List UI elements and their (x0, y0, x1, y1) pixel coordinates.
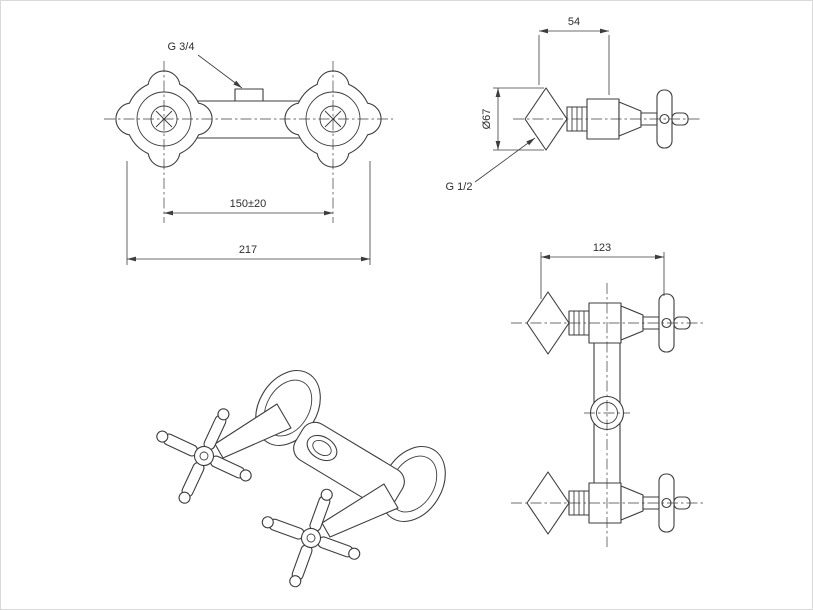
front-view: G 3/4 150±20 217 (104, 41, 393, 265)
iso-left-handle (135, 387, 273, 525)
left-valve-stem (214, 403, 292, 459)
isometric-view (135, 370, 446, 605)
bottom-valve-stem (321, 483, 399, 538)
dim-54: 54 (538, 16, 610, 95)
dim-150-label: 150±20 (230, 198, 267, 210)
iso-top-connection (306, 434, 338, 462)
dim-217-label: 217 (239, 244, 257, 256)
dim-150: 150±20 (164, 198, 333, 216)
g34-label: G 3/4 (168, 41, 195, 53)
dim-54-label: 54 (568, 16, 580, 28)
g12-label: G 1/2 (446, 181, 473, 193)
top-connection-nub (234, 88, 264, 102)
side-view: 54 Ø67 G 1/2 (446, 16, 701, 193)
dim-217: 217 (126, 161, 371, 265)
dia-67-label: Ø67 (481, 109, 493, 130)
g12-leader: G 1/2 (446, 137, 536, 193)
g34-leader: G 3/4 (168, 41, 243, 89)
dim-123: 123 (540, 242, 665, 299)
profile-view: 123 (511, 242, 706, 547)
dim-123-label: 123 (593, 242, 611, 254)
